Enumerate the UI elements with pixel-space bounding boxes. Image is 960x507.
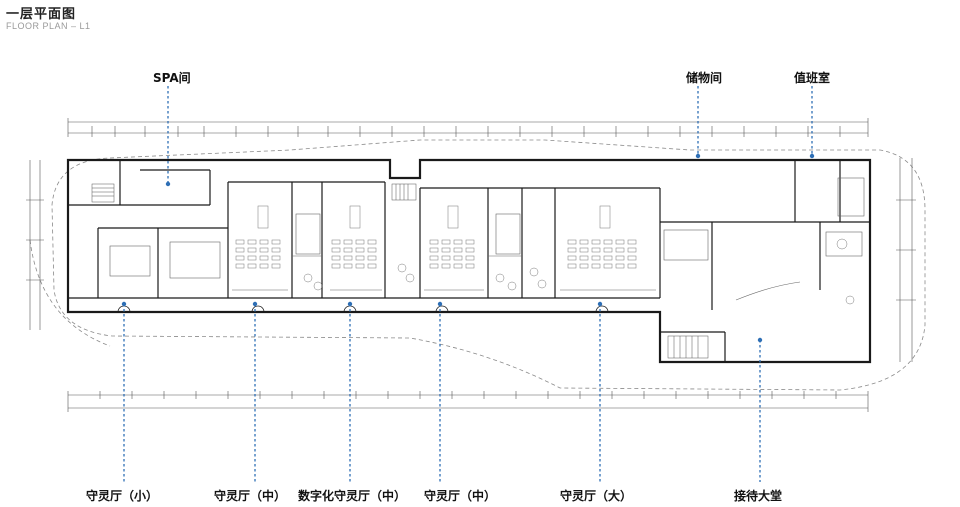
seating-hall-3 — [429, 205, 475, 269]
exterior-walls — [66, 158, 872, 364]
dimension-left — [26, 160, 44, 330]
dimension-right — [896, 158, 916, 362]
callout-hall-digital: 数字化守灵厅（中） — [298, 489, 407, 503]
seating-hall-1 — [235, 205, 281, 269]
tables — [303, 238, 855, 305]
callout-spa: SPA间 — [153, 71, 191, 85]
dimension-bottom — [67, 391, 869, 412]
callout-reception-lobby: 接待大堂 — [734, 489, 783, 503]
page-subtitle: FLOOR PLAN – L1 — [6, 21, 91, 31]
partitions — [109, 177, 865, 301]
callout-duty-room: 值班室 — [794, 71, 831, 85]
interior-walls — [68, 160, 870, 362]
site-outline — [51, 139, 926, 391]
leader-lines-top — [167, 86, 813, 184]
callout-hall-large: 守灵厅（大） — [560, 489, 633, 503]
callout-hall-medium-2: 守灵厅（中） — [424, 489, 497, 503]
dimension-top — [67, 118, 869, 137]
leader-dots — [121, 153, 815, 343]
callout-hall-medium-1: 守灵厅（中） — [214, 489, 287, 503]
seating-hall-2 — [331, 205, 377, 269]
stairs — [91, 183, 709, 359]
callout-storage: 储物间 — [686, 71, 723, 85]
callout-hall-small: 守灵厅（小） — [86, 489, 159, 503]
seating-hall-4 — [567, 205, 637, 269]
site-outline-curve — [29, 239, 111, 347]
leader-lines-bottom — [123, 304, 761, 482]
page-title: 一层平面图 — [6, 7, 77, 22]
